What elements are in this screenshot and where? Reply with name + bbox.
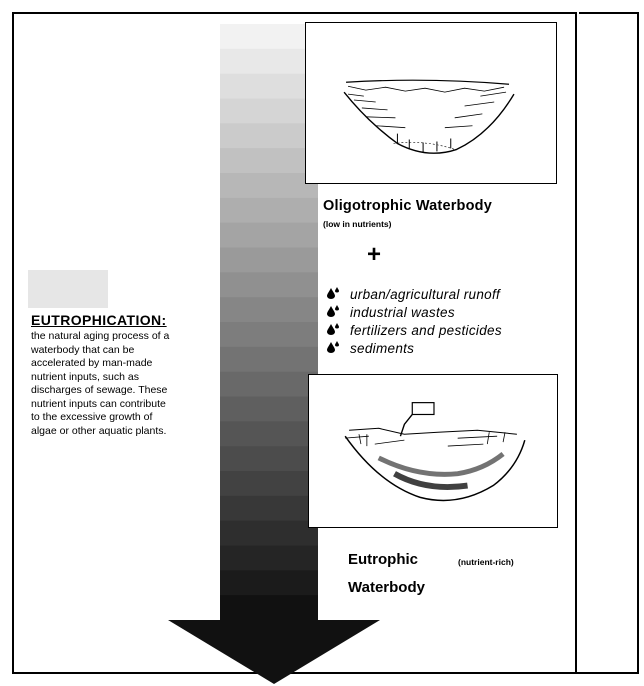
arrow-step bbox=[220, 595, 318, 621]
list-item: fertilizers and pesticides bbox=[326, 321, 502, 339]
drops-icon bbox=[326, 340, 350, 356]
arrow-step bbox=[220, 197, 318, 224]
drops-icon bbox=[326, 322, 350, 338]
input-label: fertilizers and pesticides bbox=[350, 322, 502, 338]
input-label: sediments bbox=[350, 340, 415, 356]
arrow-step bbox=[220, 520, 318, 547]
arrow-head bbox=[168, 620, 380, 684]
arrow-step bbox=[220, 396, 318, 422]
arrow-step bbox=[220, 73, 318, 100]
nutrient-inputs-list: urban/agricultural runoff industrial was… bbox=[326, 285, 502, 357]
eutrophic-illustration bbox=[308, 374, 558, 528]
input-label: urban/agricultural runoff bbox=[350, 286, 501, 302]
arrow-step bbox=[220, 272, 318, 298]
arrow-step bbox=[220, 471, 318, 497]
eutrophication-gradient-arrow bbox=[168, 24, 380, 684]
right-table-column bbox=[579, 12, 639, 672]
drops-icon bbox=[326, 304, 350, 320]
bottom-border bbox=[12, 672, 639, 674]
heading-background-band bbox=[28, 270, 108, 308]
arrow-step bbox=[220, 570, 318, 596]
input-label: industrial wastes bbox=[350, 304, 455, 320]
oligotrophic-title: Oligotrophic Waterbody bbox=[323, 198, 492, 214]
arrow-step bbox=[220, 48, 318, 75]
arrow-step bbox=[220, 322, 318, 348]
eutrophic-note: (nutrient-rich) bbox=[458, 557, 514, 567]
eutrophic-lake-drawing bbox=[344, 402, 526, 502]
arrow-step bbox=[220, 371, 318, 398]
eutrophic-subtitle: Waterbody bbox=[348, 579, 425, 596]
arrow-step bbox=[220, 222, 318, 249]
arrow-gradient-steps bbox=[220, 24, 318, 621]
arrow-step bbox=[220, 148, 318, 174]
plus-sign: + bbox=[367, 241, 382, 268]
arrow-step bbox=[220, 98, 318, 124]
oligotrophic-lake-drawing bbox=[343, 79, 515, 154]
arrow-step bbox=[220, 495, 318, 522]
arrow-step bbox=[220, 123, 318, 149]
arrow-step bbox=[220, 446, 318, 472]
arrow-step bbox=[220, 545, 318, 571]
arrow-step bbox=[220, 173, 318, 199]
drops-icon bbox=[326, 286, 350, 302]
eutrophic-title: Eutrophic bbox=[348, 551, 418, 568]
oligotrophic-illustration bbox=[305, 22, 557, 184]
arrow-step bbox=[220, 297, 318, 323]
arrow-step bbox=[220, 24, 318, 50]
list-item: sediments bbox=[326, 339, 502, 357]
arrow-step bbox=[220, 247, 318, 273]
definition-heading: EUTROPHICATION: bbox=[31, 312, 167, 328]
arrow-step bbox=[220, 346, 318, 373]
oligotrophic-subtitle: (low in nutrients) bbox=[323, 219, 392, 229]
definition-text: the natural aging process of a waterbody… bbox=[31, 330, 170, 437]
arrow-step bbox=[220, 421, 318, 447]
diagram-frame bbox=[12, 12, 577, 672]
list-item: industrial wastes bbox=[326, 303, 502, 321]
list-item: urban/agricultural runoff bbox=[326, 285, 502, 303]
